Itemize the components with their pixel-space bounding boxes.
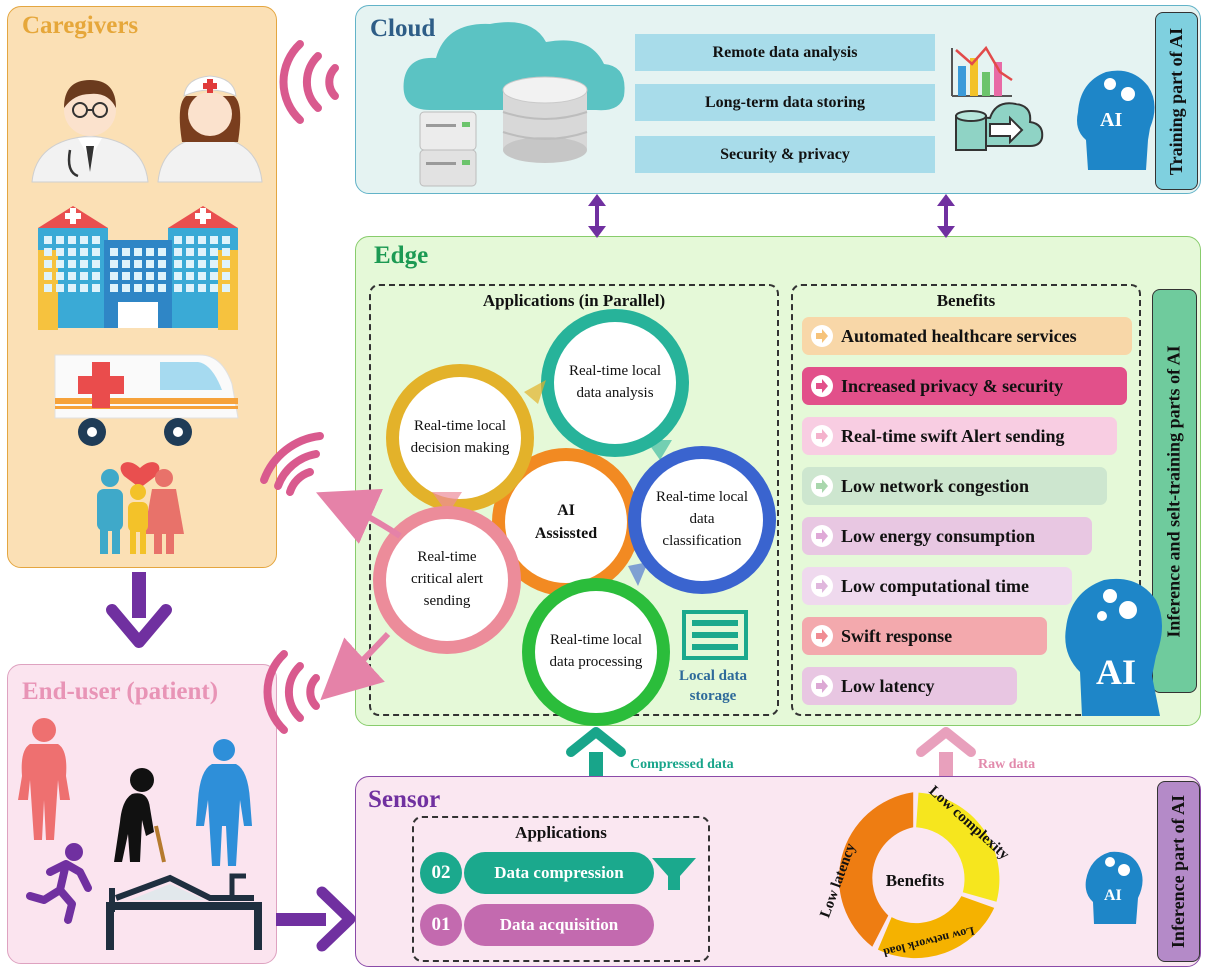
nurse-icon [157, 75, 263, 183]
ai-head-edge-icon: AI [1065, 578, 1162, 716]
benefit-item: Automated healthcare services [802, 317, 1132, 355]
wireless-signal-edge-icon [260, 432, 324, 496]
cloud-item-security-privacy: Security & privacy [635, 136, 935, 173]
circle-connectors [432, 380, 672, 586]
arrow-right-icon [811, 575, 833, 597]
elderly-person-icon [114, 768, 166, 863]
sensor-benefits-center: Benefits [886, 871, 945, 890]
local-storage-icon [682, 610, 748, 660]
circle-critical-alert: Real-time critical alert sending [373, 506, 521, 654]
benefit-label: Low energy consumption [841, 525, 1036, 546]
filter-funnel-icon [652, 858, 696, 890]
sensor-benefits-ring: Low latency Low complexity Low network l… [817, 783, 1012, 960]
alert-arrow-caregivers-icon [316, 488, 402, 544]
ai-head-cloud-icon: AI [1077, 70, 1155, 170]
cloud-server-icon [403, 22, 625, 187]
doctor-icon [31, 80, 149, 183]
running-person-icon [26, 843, 92, 924]
local-data-storage-label: Local data storage [679, 668, 747, 705]
ambulance-icon [54, 354, 239, 446]
arrow-right-icon [811, 525, 833, 547]
sensor-applications-box [412, 816, 710, 962]
sensor-applications-title: Applications [515, 823, 607, 842]
arrow-right-icon [811, 425, 833, 447]
sensor-side-label: Inference part of AI [1157, 781, 1200, 962]
down-arrow-icon [106, 572, 172, 648]
svg-text:AI: AI [1100, 109, 1122, 131]
benefit-item: Real-time swift Alert sending [802, 417, 1117, 455]
edge-applications-title: Applications (in Parallel) [482, 291, 666, 310]
sensor-app-data-acquisition-num: 01 [420, 904, 462, 946]
patient-body-icon [18, 718, 70, 840]
hospital-bed-icon [106, 873, 262, 950]
ai-head-sensor-icon: AI [1085, 851, 1143, 924]
benefit-item: Low energy consumption [802, 517, 1092, 555]
cloud-item-long-term-storing: Long-term data storing [635, 84, 935, 121]
benefit-label: Low latency [841, 675, 935, 696]
compressed-data-arrow-icon [566, 727, 626, 776]
cloud-edge-arrow-left-icon [588, 194, 606, 238]
edge-benefits-box [791, 284, 1141, 716]
hospital-icon [38, 206, 238, 330]
benefit-item: Increased privacy & security [802, 367, 1127, 405]
family-icon [97, 462, 184, 554]
benefit-label: Swift response [841, 625, 953, 646]
benefit-item: Low latency [802, 667, 1017, 705]
cloud-title: Cloud [370, 15, 436, 42]
wireless-signal-caregivers-icon [279, 40, 339, 124]
right-arrow-icon [276, 886, 356, 952]
benefit-label: Low network congestion [841, 475, 1029, 496]
benefit-item: Swift response [802, 617, 1047, 655]
arrow-right-icon [811, 475, 833, 497]
arrow-right-icon [811, 675, 833, 697]
sensor-app-data-compression: Data compression [464, 852, 654, 894]
benefit-item: Low network congestion [802, 467, 1107, 505]
edge-benefits-title: Benefits [936, 291, 996, 310]
benefit-label: Increased privacy & security [841, 375, 1064, 396]
human-body-icon [196, 739, 252, 866]
sensor-app-data-acquisition: Data acquisition [464, 904, 654, 946]
circle-data-analysis: Real-time local data analysis [541, 309, 689, 457]
arrow-right-icon [811, 325, 833, 347]
cloud-edge-arrow-right-icon [937, 194, 955, 238]
caregivers-title: Caregivers [22, 12, 139, 39]
svg-text:AI: AI [1104, 887, 1122, 904]
cloud-database-icon [955, 102, 1044, 151]
sensor-title: Sensor [368, 786, 441, 813]
arrow-right-icon [811, 625, 833, 647]
alert-arrow-patient-icon [320, 631, 391, 701]
svg-text:AI: AI [1096, 652, 1136, 692]
wireless-signal-patient-icon [263, 650, 320, 734]
benefit-label: Low computational time [841, 575, 1029, 596]
benefit-label: Real-time swift Alert sending [841, 425, 1065, 446]
circle-data-processing: Real-time local data processing [522, 578, 670, 726]
edge-title: Edge [374, 242, 429, 269]
raw-data-label: Raw data [978, 757, 1035, 772]
cloud-item-remote-analysis: Remote data analysis [635, 34, 935, 71]
sensor-app-data-compression-num: 02 [420, 852, 462, 894]
end-user-title: End-user (patient) [22, 678, 219, 705]
benefit-item: Low computational time [802, 567, 1072, 605]
arrow-right-icon [811, 375, 833, 397]
compressed-data-label: Compressed data [630, 757, 734, 772]
cloud-side-label: Training part of AI [1155, 12, 1198, 190]
circle-decision-making: Real-time local decision making [386, 364, 534, 512]
circle-data-classification: Real-time local data classification [628, 446, 776, 594]
benefit-label: Automated healthcare services [841, 325, 1077, 346]
raw-data-arrow-icon [916, 727, 976, 776]
bar-chart-icon [951, 45, 1013, 97]
